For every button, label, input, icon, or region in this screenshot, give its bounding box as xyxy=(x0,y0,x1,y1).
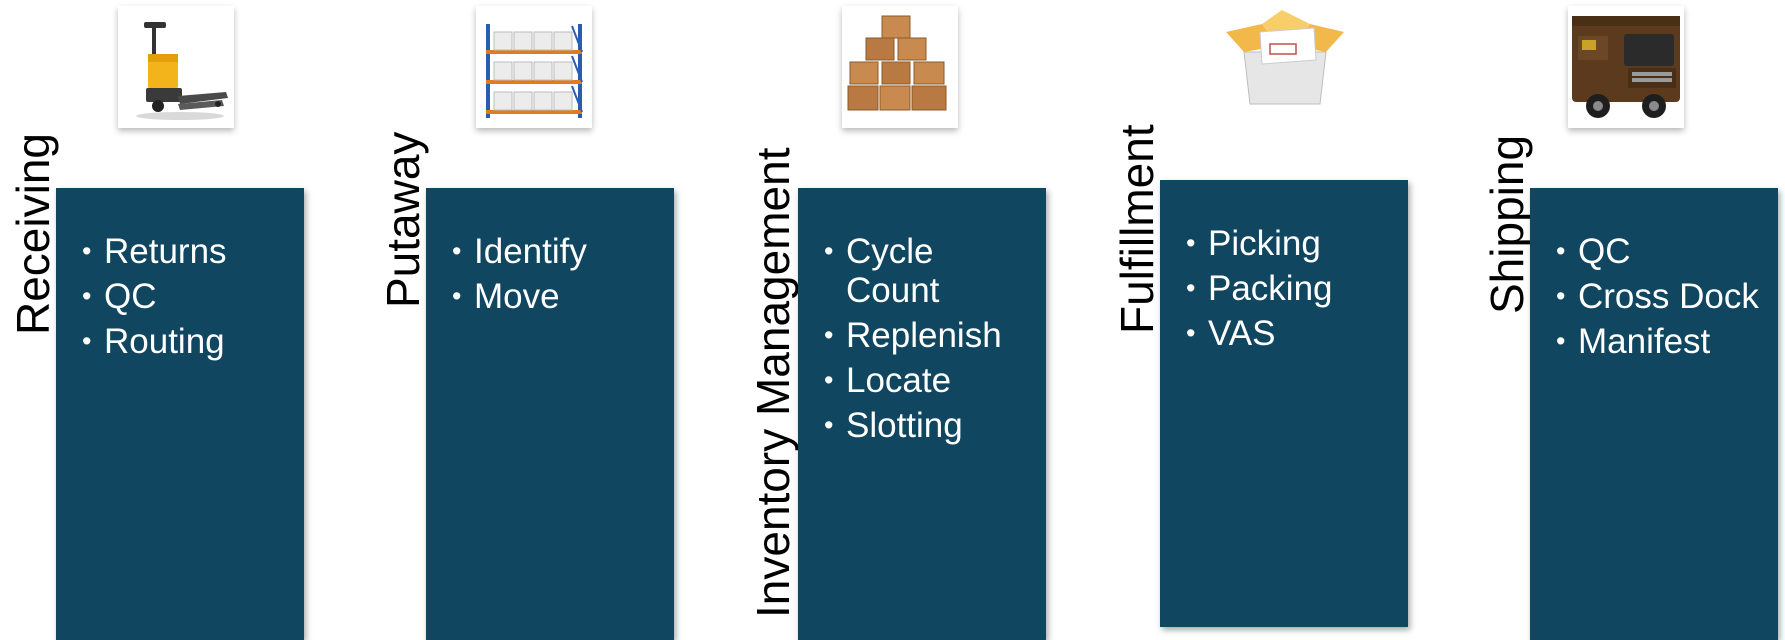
box-stack-icon xyxy=(842,6,958,128)
list-item: Move xyxy=(452,277,664,316)
stage-card: Cycle Count Replenish Locate Slotting xyxy=(798,188,1046,640)
stage-card: Returns QC Routing xyxy=(56,188,304,640)
list-item: QC xyxy=(1556,232,1768,271)
stage-putaway: Putaway xyxy=(370,0,730,640)
stage-card: Identify Move xyxy=(426,188,674,640)
stage-title: Fulfillment xyxy=(1111,124,1163,334)
list-item: Routing xyxy=(82,322,294,361)
delivery-truck-icon xyxy=(1568,6,1684,128)
list-item: Picking xyxy=(1186,224,1398,263)
stage-title: Shipping xyxy=(1481,134,1533,314)
stage-card: Picking Packing VAS xyxy=(1160,180,1408,627)
stage-fulfillment: Fulfillment Picking Packing VAS xyxy=(1110,0,1470,640)
list-item: Slotting xyxy=(824,406,1036,445)
list-item: Manifest xyxy=(1556,322,1768,361)
stage-title: Receiving xyxy=(7,133,59,335)
pallet-jack-icon xyxy=(118,6,234,128)
list-item: VAS xyxy=(1186,314,1398,353)
list-item: Cross Dock xyxy=(1556,277,1768,316)
list-item: QC xyxy=(82,277,294,316)
stage-card: QC Cross Dock Manifest xyxy=(1530,188,1778,640)
stage-shipping: Shipping QC Cross Dock xyxy=(1480,0,1785,640)
stage-title: Inventory Management xyxy=(747,147,799,619)
stage-receiving: Receiving Returns QC Routing xyxy=(0,0,360,640)
open-package-icon xyxy=(1222,2,1348,112)
stage-inventory-management: Inventory Management Cycle Cou xyxy=(740,0,1100,640)
list-item: Replenish xyxy=(824,316,1036,355)
list-item: Packing xyxy=(1186,269,1398,308)
warehouse-rack-icon xyxy=(476,6,592,128)
stage-title: Putaway xyxy=(377,131,429,308)
list-item: Locate xyxy=(824,361,1036,400)
list-item: Returns xyxy=(82,232,294,271)
list-item: Cycle Count xyxy=(824,232,1036,310)
list-item: Identify xyxy=(452,232,664,271)
